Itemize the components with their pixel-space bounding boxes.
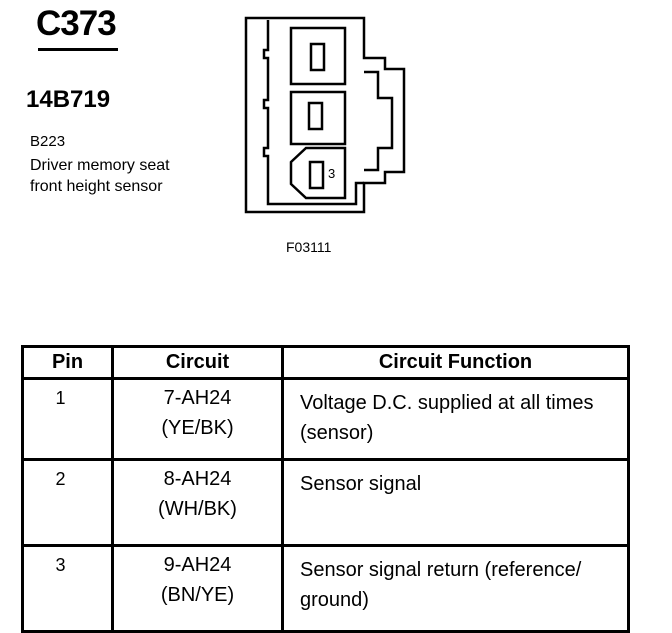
component-desc-line1: Driver memory seat bbox=[30, 157, 170, 174]
pin-slot-1 bbox=[309, 42, 326, 72]
table-row: 1 7-AH24 (YE/BK) Voltage D.C. supplied a… bbox=[21, 377, 630, 461]
connector-housing bbox=[244, 16, 406, 214]
circuit-cell: 7-AH24 (YE/BK) bbox=[111, 377, 284, 461]
circuit-function: Sensor signal bbox=[281, 458, 630, 547]
locking-tab bbox=[364, 70, 394, 172]
circuit-cell: 8-AH24 (WH/BK) bbox=[111, 458, 284, 547]
connector-id: C373 bbox=[36, 4, 117, 43]
pin-cell: 2 bbox=[21, 458, 114, 547]
part-number: 14B719 bbox=[26, 86, 111, 113]
table-row: 3 9-AH24 (BN/YE) Sensor signal return (r… bbox=[21, 544, 630, 633]
pin-3-label: 3 bbox=[328, 166, 335, 181]
pin-cell: 3 bbox=[21, 544, 114, 633]
circuit-function: Voltage D.C. supplied at all times (sens… bbox=[281, 377, 630, 461]
pin-slot-3 bbox=[308, 160, 325, 190]
wire-color: (WH/BK) bbox=[158, 498, 237, 520]
component-description: Driver memory seat front height sensor bbox=[30, 155, 230, 197]
table-header-row: Pin Circuit Circuit Function bbox=[21, 345, 630, 380]
table-row: 2 8-AH24 (WH/BK) Sensor signal bbox=[21, 458, 630, 547]
header-circuit: Circuit bbox=[111, 345, 284, 380]
pin-number: 2 bbox=[55, 469, 66, 489]
pin-cavity-3 bbox=[289, 146, 347, 200]
circuit-number: 9-AH24 bbox=[163, 554, 232, 576]
pin-cavity-1 bbox=[289, 26, 347, 86]
connector-id-underline bbox=[38, 48, 118, 51]
circuit-number: 8-AH24 bbox=[163, 468, 232, 490]
header-circuit-function: Circuit Function bbox=[281, 345, 630, 380]
pin-cell: 1 bbox=[21, 377, 114, 461]
wire-color: (BN/YE) bbox=[160, 584, 235, 606]
circuit-cell: 9-AH24 (BN/YE) bbox=[111, 544, 284, 633]
pin-cavity-2 bbox=[289, 90, 347, 146]
pinout-table: Pin Circuit Circuit Function 1 7-AH24 (Y… bbox=[21, 345, 630, 633]
component-desc-line2: front height sensor bbox=[30, 178, 163, 195]
header-pin: Pin bbox=[21, 345, 114, 380]
wire-color: (YE/BK) bbox=[161, 417, 234, 439]
pin-slot-2 bbox=[307, 101, 324, 131]
component-code: B223 bbox=[30, 133, 66, 150]
pin-number: 1 bbox=[55, 388, 66, 408]
figure-id: F03111 bbox=[286, 239, 332, 255]
circuit-function: Sensor signal return (reference/ ground) bbox=[281, 544, 630, 633]
circuit-number: 7-AH24 bbox=[163, 387, 232, 409]
connector-inner-wall bbox=[262, 20, 364, 206]
pin-number: 3 bbox=[55, 555, 66, 575]
